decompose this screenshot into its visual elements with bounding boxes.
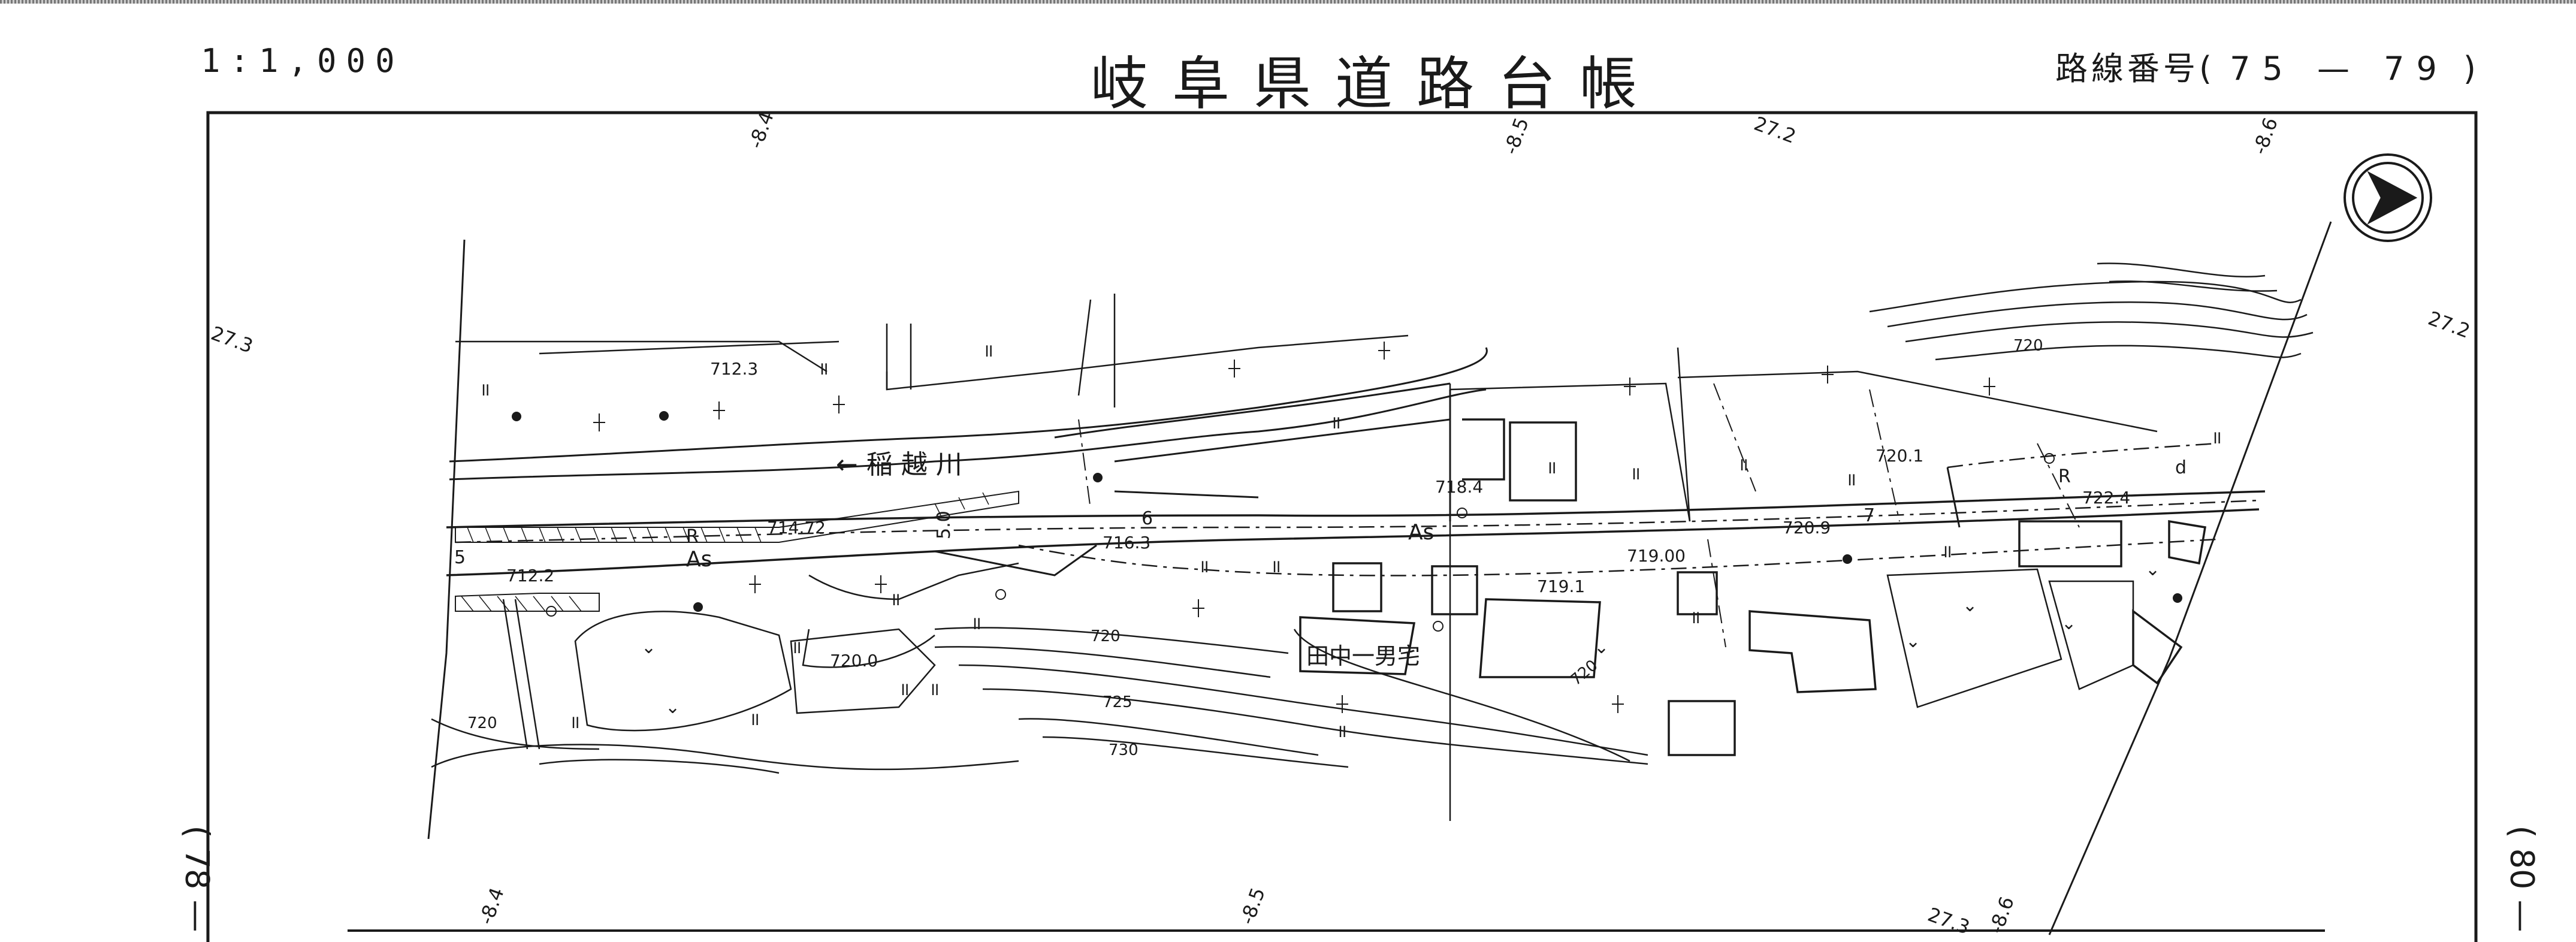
svg-text:॥: ॥ bbox=[818, 358, 829, 379]
surface-label-as: As bbox=[1408, 520, 1434, 545]
scan-top-edge bbox=[0, 0, 2576, 4]
svg-text:⌄: ⌄ bbox=[1905, 631, 1920, 652]
svg-text:॥: ॥ bbox=[2211, 427, 2222, 448]
buildings bbox=[1299, 418, 2207, 756]
svg-text:॥: ॥ bbox=[983, 340, 993, 361]
slope-hachure-icon bbox=[593, 342, 1995, 713]
contour-label: 730 bbox=[1109, 741, 1138, 759]
survey-area-outline bbox=[427, 221, 2332, 935]
main-road bbox=[446, 490, 2266, 576]
svg-text:॥: ॥ bbox=[1941, 541, 1952, 562]
svg-text:॥: ॥ bbox=[1336, 721, 1347, 742]
river-name: ← 稲 越 川 bbox=[836, 449, 962, 480]
scale-label: 1:1,000 bbox=[201, 42, 404, 80]
svg-text:॥: ॥ bbox=[971, 613, 982, 634]
elevation-label: 716.3 bbox=[1103, 533, 1150, 552]
grid-coordinate: 27.2 bbox=[1751, 112, 1799, 148]
route-number: 路線番号( 75 — 79) bbox=[2055, 42, 2480, 89]
grid-coordinate: 27.2 bbox=[2425, 307, 2473, 343]
elevation-label: 718.4 bbox=[1435, 477, 1483, 497]
svg-text:॥: ॥ bbox=[1546, 457, 1557, 478]
grid-coordinate: 27.3 bbox=[208, 322, 256, 358]
svg-text:॥: ॥ bbox=[569, 712, 580, 733]
elevation-label: 712.3 bbox=[710, 359, 758, 379]
river-inagoshi bbox=[449, 347, 1488, 481]
grid-coordinate: -8.5 bbox=[1499, 114, 1533, 158]
svg-text:॥: ॥ bbox=[929, 679, 940, 700]
width-mark: 5.0 bbox=[934, 511, 955, 539]
north-arrow-icon bbox=[2344, 153, 2432, 242]
svg-text:⌄: ⌄ bbox=[665, 697, 680, 718]
contour-lines-upper bbox=[1869, 262, 2314, 361]
svg-text:⌄: ⌄ bbox=[2061, 613, 2076, 634]
side-roads bbox=[502, 294, 1451, 821]
route-number-close: ) bbox=[2463, 50, 2480, 87]
elevation-label: 719.1 bbox=[1537, 576, 1585, 596]
survey-marker-icons bbox=[546, 453, 2055, 632]
utility-pole-icon bbox=[512, 411, 2182, 612]
road-mark-r: R bbox=[686, 526, 699, 547]
map-frame bbox=[206, 111, 2478, 942]
road-mark-d: d bbox=[2175, 457, 2187, 478]
svg-text:⌄: ⌄ bbox=[1594, 637, 1609, 658]
road-mark-r: R bbox=[2058, 466, 2071, 487]
field-symbol-icon: ⌄ ⌄ ⌄ ⌄ ⌄ ⌄ ⌄ bbox=[641, 559, 2160, 718]
svg-text:॥: ॥ bbox=[1846, 469, 1856, 490]
contour-label: 725 bbox=[1103, 693, 1133, 711]
svg-text:॥: ॥ bbox=[1330, 412, 1341, 433]
grid-coordinate: -8.4 bbox=[744, 108, 778, 152]
width-mark: 5 bbox=[454, 547, 466, 568]
svg-text:॥: ॥ bbox=[791, 637, 802, 658]
route-number-value: 75 — 79 bbox=[2230, 50, 2449, 87]
svg-text:॥: ॥ bbox=[1630, 463, 1641, 484]
elevation-label: 714.72 bbox=[767, 518, 826, 538]
width-mark: 7 bbox=[1864, 505, 1875, 526]
grid-coordinate: -8.6 bbox=[2248, 114, 2282, 158]
elevation-label: 712.2 bbox=[506, 566, 554, 585]
surface-label-as: As bbox=[686, 547, 712, 572]
svg-text:⌄: ⌄ bbox=[2145, 559, 2160, 580]
svg-text:॥: ॥ bbox=[1198, 556, 1209, 577]
route-number-label: 路線番号( bbox=[2055, 50, 2216, 87]
grid-coordinate: -8.5 bbox=[1236, 884, 1270, 928]
parcel-lines bbox=[455, 334, 2158, 762]
elevation-label: 720.9 bbox=[1783, 518, 1831, 538]
revetment-hatch-lines bbox=[461, 492, 989, 612]
svg-text:⌄: ⌄ bbox=[1962, 595, 1977, 616]
svg-text:॥: ॥ bbox=[1270, 556, 1281, 577]
residence-label: 田中一男宅 bbox=[1306, 643, 1420, 669]
grid-coordinate: 27.3 bbox=[1925, 903, 1973, 939]
contour-lines-lower bbox=[431, 627, 1648, 774]
elevation-label: 720.1 bbox=[1876, 446, 1923, 466]
svg-text:⌄: ⌄ bbox=[641, 637, 656, 658]
elevation-label: 719.00 bbox=[1627, 546, 1686, 566]
contour-label: 720 bbox=[2013, 337, 2043, 355]
grid-coordinate: -8.4 bbox=[475, 884, 509, 928]
svg-text:॥: ॥ bbox=[479, 379, 490, 400]
width-mark: 6 bbox=[1141, 508, 1153, 529]
road-edge-dashed bbox=[455, 442, 2260, 576]
orchard-symbol-icon: ॥ ॥ ॥ ॥ ॥ ॥ ॥ ॥ ॥ ॥ ॥ ॥ ॥ ॥ ॥ ॥ ॥ ॥ ॥ ॥ ॥ bbox=[479, 340, 2222, 742]
svg-text:॥: ॥ bbox=[1738, 454, 1748, 475]
svg-text:॥: ॥ bbox=[890, 589, 901, 610]
elevation-label: 720.0 bbox=[830, 651, 878, 671]
svg-text:॥: ॥ bbox=[899, 679, 910, 700]
svg-text:॥: ॥ bbox=[749, 709, 760, 730]
contour-label: 720 bbox=[1567, 656, 1601, 689]
contour-label: 720 bbox=[467, 714, 497, 732]
page-title: 岐阜県道路台帳 bbox=[1091, 50, 1661, 117]
svg-text:॥: ॥ bbox=[1690, 607, 1701, 628]
elevation-label: 722.4 bbox=[2082, 488, 2130, 508]
contour-label: 720 bbox=[1091, 627, 1121, 645]
